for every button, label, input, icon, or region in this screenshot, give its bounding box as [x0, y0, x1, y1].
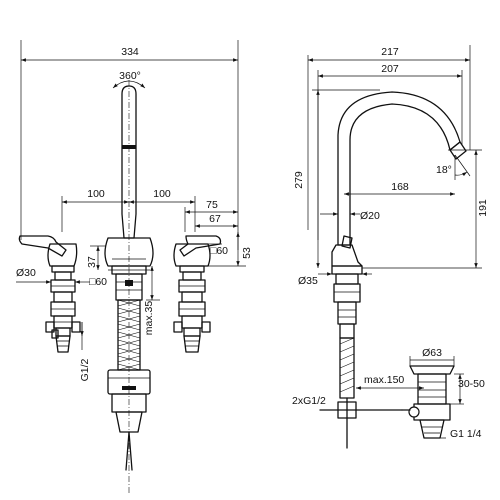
dim-spout-height-191: 191 — [477, 199, 489, 217]
dim-height-53: 53 — [241, 247, 253, 259]
dim-depth-217: 217 — [381, 46, 399, 58]
dim-diameter-63: Ø63 — [422, 347, 442, 359]
pop-up-rod — [125, 431, 130, 471]
dim-67: 67 — [209, 213, 221, 225]
side-spout-base — [331, 244, 363, 267]
dim-diameter-30: Ø30 — [16, 267, 36, 279]
dim-75: 75 — [206, 199, 218, 211]
dim-reach-207: 207 — [381, 63, 399, 75]
dim-height-279: 279 — [293, 171, 305, 189]
left-handle-valve — [18, 235, 81, 353]
right-lever — [179, 235, 222, 257]
spout-base — [104, 237, 154, 267]
dim-thread-2xg12: 2xG1/2 — [292, 395, 326, 407]
dim-thread-g114: G1 1/4 — [450, 428, 482, 440]
left-lever — [18, 235, 67, 257]
side-view: 217 207 279 191 18° 168 Ø20 — [292, 45, 489, 449]
dim-overall-width: 334 — [121, 46, 139, 58]
dim-diameter-35: Ø35 — [298, 275, 318, 287]
pop-up-waste — [401, 365, 455, 439]
dim-plate-right: □60 — [210, 245, 228, 257]
dim-left-spacing: 100 — [87, 188, 105, 200]
dim-max-150: max.150 — [364, 374, 404, 386]
side-mixer — [337, 401, 357, 419]
dim-right-spacing: 100 — [153, 188, 171, 200]
dim-diameter-20: Ø20 — [360, 210, 380, 222]
dim-plate-center: □60 — [89, 276, 107, 288]
aerator — [449, 141, 467, 160]
dim-range-30-50: 30-50 — [458, 378, 485, 390]
dim-height-37: 37 — [86, 256, 98, 268]
dim-angle-18: 18° — [436, 164, 452, 176]
right-handle-valve — [173, 235, 222, 353]
dim-rotation: 360° — [119, 70, 141, 82]
spout-body — [121, 85, 137, 239]
dim-max-35: max.35 — [143, 301, 155, 336]
front-view: 334 360° — [16, 40, 253, 495]
dim-thread-g12-front: G1/2 — [79, 358, 91, 381]
dim-reach-168: 168 — [391, 181, 409, 193]
